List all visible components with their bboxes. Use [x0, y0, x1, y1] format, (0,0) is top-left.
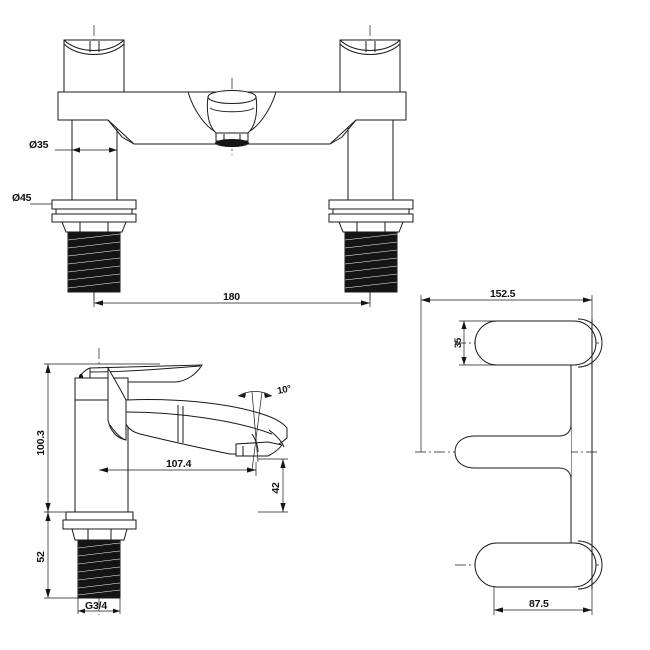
plan-upper-handle — [475, 321, 596, 365]
dim35plan-arrow-bottom — [461, 357, 467, 365]
side-hex-nut — [72, 529, 127, 540]
right-handle-top-curve-inner — [340, 44, 400, 55]
left-flange-upper — [52, 200, 136, 209]
view-front-elevation: Ø35 Ø45 180 — [12, 25, 413, 307]
side-flange-upper — [66, 512, 133, 520]
spout-mid-seam — [126, 412, 272, 434]
dim1525-arrow-right — [583, 297, 592, 303]
dim1003-arrow-bottom — [45, 503, 51, 512]
dimg34-arrow-right — [113, 608, 120, 614]
dim180-arrow-left — [94, 300, 103, 306]
left-base-and-shank — [52, 200, 136, 292]
plan-upper-handle-side-arc — [578, 319, 602, 367]
left-hex-nut — [62, 222, 126, 232]
left-washer — [52, 214, 136, 222]
side-threaded-shank — [78, 540, 120, 598]
dim1003-label: 100.3 — [35, 430, 47, 456]
dimension-180-spacing: 180 — [93, 291, 371, 307]
spout-right-chamfer — [330, 120, 356, 144]
dim45-label: Ø45 — [12, 192, 32, 204]
right-washer — [329, 214, 413, 222]
dim52-arrow-bottom — [45, 589, 51, 598]
dim1003-arrow-top — [45, 364, 51, 373]
spout-left-chamfer — [108, 120, 134, 144]
right-flange-mid — [333, 209, 409, 214]
dim10-arrow-right — [264, 393, 272, 398]
dimension-projection-107-4: 107.4 — [99, 458, 257, 476]
dim180-arrow-right — [361, 300, 370, 306]
dim10-arc — [237, 391, 273, 397]
dim35plan-arrow-top — [461, 321, 467, 329]
dimg34-arrow-left — [78, 608, 85, 614]
diverter-bowl-seam — [210, 108, 254, 112]
dim35plan-label: 35 — [453, 337, 464, 348]
right-handle-top-curve-outer — [340, 40, 400, 51]
dimension-height-100-3: 100.3 — [35, 363, 160, 513]
dim875-arrow-right — [583, 607, 592, 613]
dim1525-label: 152.5 — [490, 288, 516, 300]
dim35-label: Ø35 — [29, 139, 49, 151]
dim875-arrow-left — [494, 607, 503, 613]
dimension-plan-87-5: 87.5 — [493, 587, 593, 615]
right-threaded-shank — [345, 232, 397, 292]
diverter-top-ellipse — [208, 91, 256, 104]
dimension-angle-10deg: 10° — [237, 383, 292, 471]
right-hex-nut — [339, 222, 403, 232]
dim180-label: 180 — [223, 291, 240, 303]
lever-handle-underline — [90, 366, 200, 372]
central-diverter-outlet — [188, 91, 276, 147]
dimension-plan-35: 35 — [453, 320, 505, 366]
side-washer — [63, 520, 136, 529]
dim35-arrow-left — [72, 147, 80, 153]
dimension-plan-152-5: 152.5 — [420, 288, 593, 452]
dim52-label: 52 — [35, 551, 47, 563]
left-handle-top-curve-outer — [64, 40, 124, 51]
dim10-arrow-left — [238, 393, 246, 398]
dim42-label: 42 — [270, 482, 282, 494]
dim42-arrow-bottom — [280, 503, 286, 512]
right-base-and-shank — [329, 200, 413, 292]
right-flange-upper — [329, 200, 413, 209]
view-plan: 152.5 35 87.5 — [415, 288, 602, 615]
dimension-diameter-35: Ø35 — [29, 139, 117, 156]
dim1074-label: 107.4 — [166, 458, 192, 470]
dim1074-arrow-right — [247, 467, 256, 473]
left-flange-mid — [56, 209, 132, 214]
spout-outlet-block — [236, 442, 282, 456]
lever-handle-tip — [81, 368, 90, 375]
dim10-leg-a — [251, 391, 259, 463]
dim42-arrow-top — [280, 459, 286, 468]
side-spout — [126, 400, 287, 456]
dim35-arrow-right — [109, 147, 117, 153]
spout-outlet-edge — [269, 430, 284, 447]
left-handle-top-curve-inner — [64, 44, 124, 55]
dim875-label: 87.5 — [529, 598, 549, 610]
view-side-elevation: 100.3 52 107.4 42 — [35, 348, 292, 615]
dim52-arrow-top — [45, 512, 51, 521]
left-handle-assembly — [64, 40, 124, 92]
plan-lower-handle-side-arc — [578, 541, 602, 589]
plan-spout-arm — [455, 365, 571, 543]
right-handle-body — [340, 40, 400, 92]
dimension-thread-g34: G3/4 — [77, 598, 121, 614]
side-thread-hatch — [77, 542, 121, 596]
plan-lower-handle — [475, 543, 596, 587]
dim1525-arrow-left — [421, 297, 430, 303]
dimension-diameter-45: Ø45 — [12, 192, 52, 205]
dimension-outlet-height-42: 42 — [258, 458, 288, 513]
dim10-leg-b — [251, 391, 263, 471]
dimg34-label: G3/4 — [85, 600, 107, 612]
diverter-aerator-face — [215, 139, 249, 147]
left-thread-hatch — [67, 233, 121, 289]
left-handle-body — [64, 40, 124, 92]
left-threaded-shank — [68, 232, 120, 292]
lever-neck-fillet — [110, 425, 126, 440]
side-base-and-shank — [63, 512, 136, 598]
right-thread-hatch — [344, 233, 398, 289]
right-handle-assembly — [340, 40, 400, 92]
dim10-label: 10° — [276, 383, 292, 397]
dim1074-arrow-left — [99, 467, 108, 473]
dimension-height-52: 52 — [35, 512, 80, 599]
